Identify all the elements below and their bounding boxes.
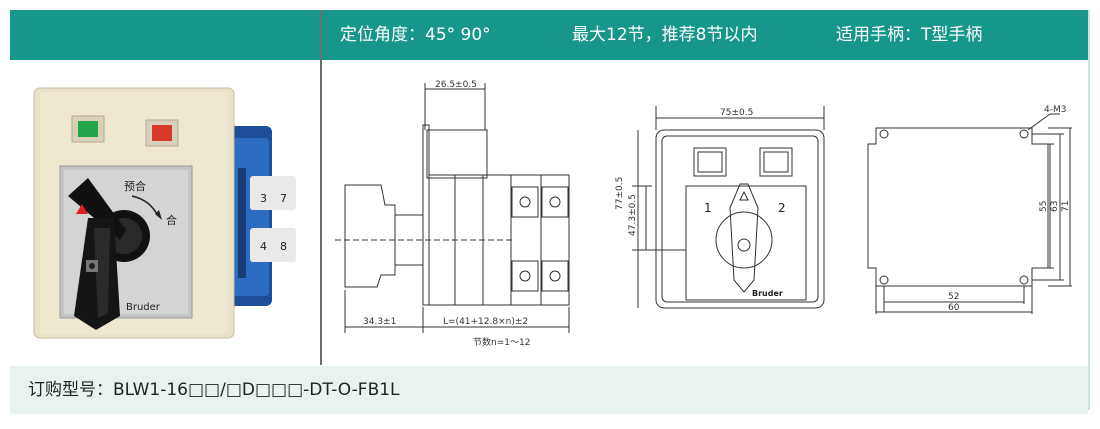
- header-bar: [10, 10, 1088, 60]
- direction-label-right: 合: [166, 213, 177, 227]
- product-brand: Bruder: [126, 302, 161, 313]
- angle-spec: 定位角度：45° 90°: [340, 25, 491, 45]
- sections-note: 节数n=1～12: [473, 336, 530, 348]
- terminal-number-7: 7: [280, 192, 287, 205]
- dim-52: 52: [948, 292, 959, 302]
- direction-label-left: 预合: [124, 179, 146, 193]
- product-labels: 预合 合 Bruder 3 7 4 8: [124, 179, 287, 313]
- column-divider: [320, 10, 322, 365]
- handle-spec: 适用手柄：T型手柄: [836, 25, 983, 45]
- terminal-number-4: 4: [260, 240, 267, 253]
- product-photo: [33, 87, 296, 339]
- mount-drawing: 4-M3 55 63 71 52 60: [867, 105, 1072, 314]
- dim-63: 63: [1050, 201, 1060, 212]
- terminal-number-8: 8: [280, 240, 287, 253]
- dim-60: 60: [948, 303, 960, 313]
- position-1: 1: [704, 201, 712, 215]
- dim-71: 71: [1061, 201, 1071, 212]
- dim-left: 34.3±1: [363, 317, 396, 327]
- dim-body: L=(41+12.8×n)±2: [443, 317, 528, 327]
- order-code: 订购型号：BLW1-16□□/□D□□□-DT-O-FB1L: [28, 380, 400, 400]
- dim-55: 55: [1039, 201, 1049, 212]
- holes-label: 4-M3: [1044, 105, 1066, 115]
- front-brand: Bruder: [752, 289, 783, 298]
- dim-front-height-inner: 47.3±0.5: [628, 194, 638, 236]
- order-bar: [10, 366, 1088, 414]
- terminal-number-3: 3: [260, 192, 267, 205]
- front-view-drawing: 75±0.5 77±0.5 47.3±0.5 1 2 Bruder: [615, 106, 825, 309]
- dim-top: 26.5±0.5: [435, 80, 477, 90]
- frame-right-rule: [1088, 10, 1090, 410]
- side-view-drawing: 26.5±0.5 34.3±1 L=(41+12.8×n)±2 节数n=1～12: [335, 80, 570, 348]
- sections-spec: 最大12节，推荐8节以内: [572, 25, 758, 45]
- dim-front-height-outer: 77±0.5: [615, 177, 625, 210]
- position-2: 2: [778, 201, 786, 215]
- dim-front-width: 75±0.5: [720, 108, 753, 118]
